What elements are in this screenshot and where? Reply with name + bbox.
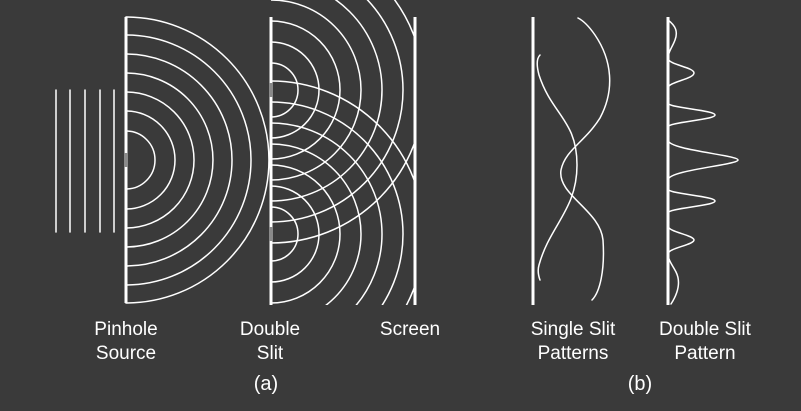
pinhole-label-line1: Pinhole xyxy=(94,319,158,340)
double-slit-label-line2: Slit xyxy=(256,343,284,364)
screen-label-text: Screen xyxy=(379,319,441,340)
upper-slit-wavefront xyxy=(271,41,320,139)
pinhole-wavefront xyxy=(125,72,214,248)
lower-slit-wavefront xyxy=(271,122,383,305)
double-slit-pattern-line1: Double Slit xyxy=(659,319,751,340)
pinhole-wavefront xyxy=(125,91,195,229)
lower-slit-aperture xyxy=(269,227,273,241)
barriers xyxy=(124,17,670,305)
panel-a-text: (a) xyxy=(253,373,279,395)
single-slit-pattern-left xyxy=(536,54,578,281)
lower-slit-wavefront xyxy=(271,164,341,304)
lower-slit-wavefront xyxy=(271,185,320,283)
double-slit-pattern-label: Double Slit Pattern xyxy=(645,318,765,366)
pinhole-wavefront xyxy=(125,130,156,190)
upper-slit-wavefront xyxy=(271,0,404,223)
upper-slit-wavefront xyxy=(271,0,362,181)
pinhole-wavefront xyxy=(125,110,176,210)
double-slit-pattern-curve xyxy=(667,19,739,305)
pinhole-wavefront xyxy=(125,34,252,286)
lower-slit-wavefront xyxy=(271,143,362,305)
double-slit-wavefronts xyxy=(271,0,415,305)
single-slit-pattern-right xyxy=(560,17,611,301)
pinhole-wavefront xyxy=(125,53,233,267)
apertures xyxy=(124,83,273,241)
single-slit-pattern-curves xyxy=(536,17,611,301)
pinhole-source-label: Pinhole Source xyxy=(78,318,174,366)
pinhole-wavefronts xyxy=(125,16,270,304)
pinhole-wavefront xyxy=(125,16,270,304)
upper-slit-wavefront xyxy=(271,20,341,160)
panel-a-label: (a) xyxy=(236,372,296,396)
upper-slit-wavefronts xyxy=(271,0,415,244)
double-slit-label: Double Slit xyxy=(222,318,318,366)
single-slit-patterns-line2: Patterns xyxy=(537,343,609,364)
lower-slit-wavefront xyxy=(271,101,404,305)
single-slit-patterns-label: Single Slit Patterns xyxy=(513,318,633,366)
panel-b-label: (b) xyxy=(610,372,670,396)
panel-b-text: (b) xyxy=(627,373,653,395)
upper-slit-wavefront xyxy=(271,0,383,202)
lower-slit-wavefronts xyxy=(271,80,415,305)
upper-slit-wavefront xyxy=(271,62,299,118)
lower-slit-wavefront xyxy=(271,206,299,262)
screen-label: Screen xyxy=(362,318,458,342)
pinhole-label-line2: Source xyxy=(95,343,157,364)
pinhole-aperture xyxy=(124,153,128,167)
double-slit-pattern-line2: Pattern xyxy=(674,343,736,364)
single-slit-patterns-line1: Single Slit xyxy=(530,319,616,340)
double-slit-label-line1: Double xyxy=(239,319,301,340)
upper-slit-aperture xyxy=(269,83,273,97)
incoming-plane-waves xyxy=(55,89,115,233)
